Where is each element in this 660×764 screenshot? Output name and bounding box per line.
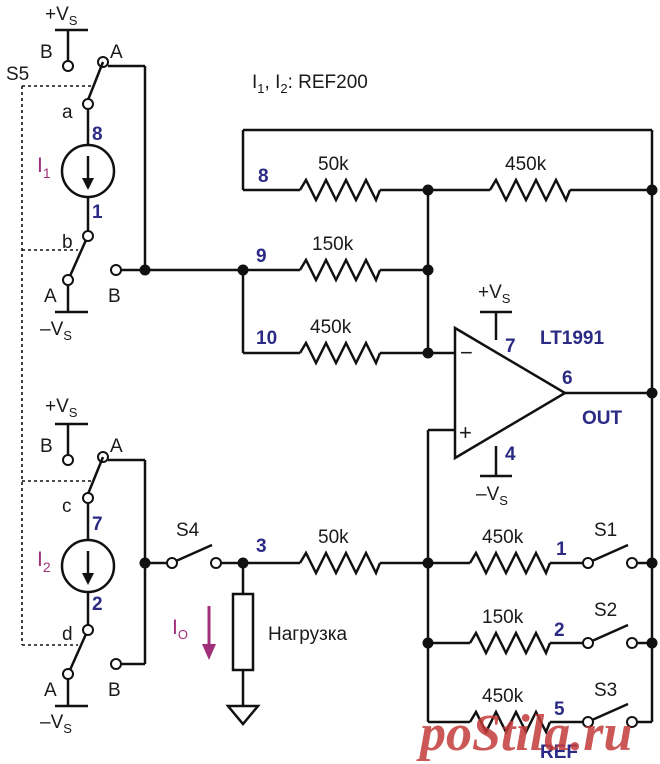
opamp-lt1991: − + +VS 7 LT1991 4 –VS 6 OUT bbox=[426, 282, 658, 722]
contact-d-label: d bbox=[62, 624, 73, 645]
opamp-plus-sign: + bbox=[459, 420, 472, 445]
switch-neg-a-label-bottom: A bbox=[44, 680, 57, 701]
feedback-network: 8 50k 450k 9 150k 10 450k bbox=[145, 128, 658, 367]
switch-pos-b-label-bottom: B bbox=[40, 436, 53, 457]
top-source-section: +VS B A S5 a 8 I1 1 b A bbox=[6, 4, 151, 646]
r450k-top-label: 450k bbox=[505, 154, 547, 175]
switch-neg-b-label-bottom: B bbox=[108, 680, 121, 701]
supply-neg-label-opamp: –VS bbox=[476, 484, 508, 508]
load-current-label: IO bbox=[172, 616, 188, 642]
pin-2-ref: 2 bbox=[554, 620, 565, 641]
contact-c-label: c bbox=[62, 496, 72, 517]
source-i2-label: I2 bbox=[37, 548, 51, 575]
switch-s1-label: S1 bbox=[594, 520, 617, 541]
switch-pos-a-label-bottom: A bbox=[110, 436, 123, 457]
switch-neg-a-label-top: A bbox=[44, 286, 57, 307]
supply-neg-label-top: –VS bbox=[40, 319, 72, 343]
opamp-pin-7: 7 bbox=[505, 336, 516, 357]
load-section: S4 3 Нагрузка IO 50k bbox=[145, 520, 470, 726]
switch-s4-label: S4 bbox=[176, 520, 200, 541]
switch-pos-b-label-top: B bbox=[40, 42, 53, 63]
load-label: Нагрузка bbox=[268, 624, 348, 645]
r450k-mid-label: 450k bbox=[310, 317, 352, 338]
contact-a-label: a bbox=[62, 102, 73, 123]
switch-s5-label: S5 bbox=[6, 64, 29, 85]
r450k-s3-label: 450k bbox=[482, 686, 524, 707]
pin-5-ref: 5 bbox=[554, 699, 565, 720]
opamp-pin-4: 4 bbox=[505, 444, 516, 465]
supply-pos-label-top: +VS bbox=[45, 4, 78, 28]
contact-b-label: b bbox=[62, 232, 73, 253]
supply-pos-label-bottom: +VS bbox=[45, 396, 78, 420]
source-i1-label: I1 bbox=[37, 154, 51, 181]
pin-9-network: 9 bbox=[256, 246, 267, 267]
r150k-s2-label: 150k bbox=[482, 607, 524, 628]
switch-pos-a-label-top: A bbox=[110, 42, 123, 63]
opamp-minus-sign: − bbox=[460, 340, 473, 365]
pin-1-source-top: 1 bbox=[92, 202, 103, 223]
opamp-pin-6: 6 bbox=[562, 368, 573, 389]
ref-label: REF bbox=[540, 742, 578, 763]
supply-neg-label-bottom: –VS bbox=[40, 712, 72, 736]
pin-2-source-bottom: 2 bbox=[92, 594, 103, 615]
opamp-out-label: OUT bbox=[582, 408, 623, 429]
switch-s3-label: S3 bbox=[594, 680, 617, 701]
pin-8-source-top: 8 bbox=[92, 124, 103, 145]
title-label: I1, I2: REF200 bbox=[252, 72, 368, 96]
pin-8-network: 8 bbox=[258, 166, 269, 187]
switch-neg-b-label-top: B bbox=[108, 286, 121, 307]
ref-network: 450k 1 S1 150k 2 S2 450k 5 S3 REF bbox=[422, 520, 658, 763]
r150k-label: 150k bbox=[312, 234, 354, 255]
switch-s2-label: S2 bbox=[594, 600, 617, 621]
r450k-s1-label: 450k bbox=[482, 527, 524, 548]
pin-7-source-bottom: 7 bbox=[92, 514, 103, 535]
r50k-bottom-label: 50k bbox=[318, 527, 349, 548]
supply-pos-label-opamp: +VS bbox=[478, 282, 511, 306]
watermark-logo: poStila.ru bbox=[416, 705, 632, 762]
pin-1-ref: 1 bbox=[556, 539, 567, 560]
load-resistor bbox=[231, 592, 255, 672]
bottom-source-section: +VS B A c 7 I2 2 d A –VS B bbox=[37, 396, 151, 736]
pin-3-network: 3 bbox=[256, 536, 267, 557]
r50k-top-label: 50k bbox=[318, 154, 349, 175]
pin-10-network: 10 bbox=[256, 328, 277, 349]
opamp-part-name: LT1991 bbox=[540, 328, 605, 349]
